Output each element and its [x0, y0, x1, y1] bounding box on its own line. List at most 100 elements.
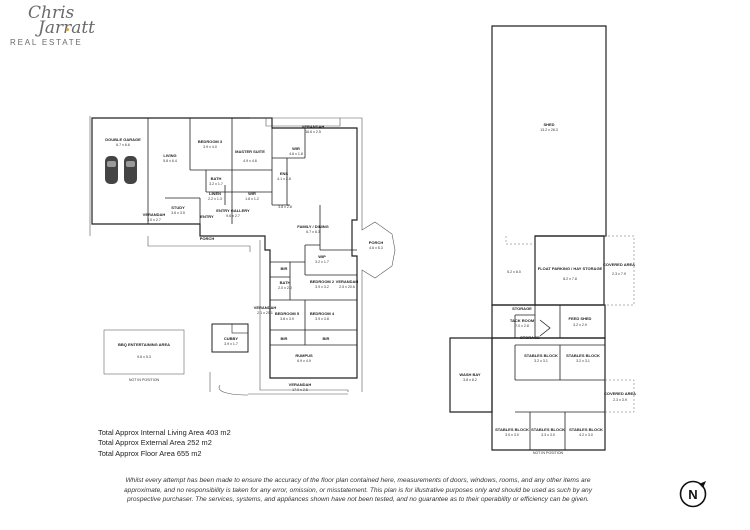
label-wip: WIP: [318, 254, 326, 259]
label-cubby: CUBBY: [224, 336, 239, 341]
label-bedroom3: BEDROOM 3: [198, 139, 223, 144]
garage-cars: [105, 156, 137, 184]
label-storage1: STORAGE: [512, 306, 532, 311]
dim-cubby: 3.9 x 1.7: [224, 342, 238, 346]
dim-covered-area2: 2.3 x 3.9: [613, 398, 627, 402]
label-verandah-right: VERANDAH: [336, 279, 359, 284]
dim-float-parking: 8.2 x 7.8: [563, 277, 577, 281]
dim-ens: 4.1 x 2.8: [277, 177, 291, 181]
dim-verandah-left: 2.1 x 20.1: [257, 311, 273, 315]
label-wash-bay: WASH BAY: [459, 372, 481, 377]
label-storage2: STORAGE: [520, 335, 540, 340]
label-family-dining: FAMILY / DINING: [297, 224, 329, 229]
dim-double-garage: 6.7 x 6.6: [116, 143, 130, 147]
label-bbq: BBQ ENTERTAINING AREA: [118, 342, 170, 347]
area-floor: Total Approx Floor Area 655 m2: [98, 448, 202, 458]
area-internal: Total Approx Internal Living Area 403 m2: [98, 428, 231, 437]
dim-stables1: 3.2 x 3.1: [534, 359, 548, 363]
label-porch-right: PORCH: [369, 240, 384, 245]
house-outline: [91, 117, 358, 379]
label-float-parking: FLOAT PARKING / HAY STORAGE: [538, 266, 603, 271]
cubby-outline: [211, 323, 249, 353]
label-covered-area2: COVERED AREA: [604, 391, 636, 396]
dim-wash-bay: 3.8 x 8.2: [463, 378, 477, 382]
area-totals: Total Approx Internal Living Area 403 m2…: [98, 428, 231, 459]
label-study: STUDY: [171, 205, 185, 210]
label-shed: SHED: [543, 122, 554, 127]
dim-kitchen: 3.8 x 2.8: [278, 205, 292, 209]
label-verandah-top: VERANDAH: [302, 124, 325, 129]
disclaimer-text: Whilst every attempt has been made to en…: [123, 477, 593, 503]
bbq-outline: [103, 329, 185, 375]
area-external: Total Approx External Area 252 m2: [98, 438, 212, 448]
label-bir-a: BIR: [281, 266, 288, 271]
dim-stables5: 4.2 x 3.0: [579, 433, 593, 437]
label-stables3: STABLES BLOCK: [495, 427, 529, 432]
dim-bedroom5: 3.8 x 3.9: [280, 317, 294, 321]
label-wir1: WIR: [292, 146, 300, 151]
label-bedroom4: BEDROOM 4: [310, 311, 335, 316]
label-rumpus: RUMPUS: [295, 353, 313, 358]
dim-master-suite: 4.9 x 4.6: [243, 159, 257, 163]
dim-living: 5.8 x 6.4: [163, 159, 177, 163]
label-covered-area1: COVERED AREA: [603, 262, 635, 267]
dim-bedroom3: 3.9 x 4.0: [203, 145, 217, 149]
label-stables4: STABLES BLOCK: [531, 427, 565, 432]
label-stables1: STABLES BLOCK: [524, 353, 558, 358]
dim-stables3: 3.0 x 3.0: [505, 433, 519, 437]
dim-stables4: 3.3 x 3.0: [541, 433, 555, 437]
wash-bay-outline: [449, 337, 493, 413]
dim-verandah-bottom: 17.9 x 2.5: [292, 388, 308, 392]
dim-wir2: 1.8 x 1.2: [245, 197, 259, 201]
brand-subtitle: REAL ESTATE: [10, 38, 83, 47]
compass-north-icon: N: [679, 480, 707, 508]
dim-wip: 3.2 x 1.7: [315, 260, 329, 264]
label-bedroom2: BEDROOM 2: [310, 279, 335, 284]
dim-bedroom2: 3.9 x 3.2: [315, 285, 329, 289]
dim-porch-right: 4.6 x 6.3: [369, 246, 383, 250]
label-linen: LINEN: [209, 191, 221, 196]
label-not-in-position-2: NOT IN POSITION: [533, 451, 564, 455]
label-entry-gallery: ENTRY GALLERY: [216, 208, 250, 213]
label-tack-room: TACK ROOM: [510, 318, 535, 323]
label-verandah-left: VERANDAH: [254, 305, 277, 310]
label-wir2: WIR: [248, 191, 256, 196]
dim-family-dining: 6.7 x 8.3: [306, 230, 320, 234]
label-double-garage: DOUBLE GARAGE: [105, 137, 141, 142]
brand-name-line1: Chris: [28, 3, 75, 23]
label-porch: PORCH: [200, 236, 215, 241]
dim-bath1: 3.2 x 1.7: [209, 182, 223, 186]
stables-outline: [491, 337, 606, 451]
label-bedroom5: BEDROOM 5: [275, 311, 300, 316]
label-bir-c: BIR: [323, 336, 330, 341]
dim-study: 3.6 x 3.5: [171, 211, 185, 215]
label-verandah-small: VERANDAH: [143, 212, 166, 217]
label-entry: ENTRY: [200, 214, 214, 219]
dim-covered-area1: 2.3 x 7.9: [612, 272, 626, 276]
brand-accent-dot: [66, 28, 69, 31]
shed-outline: [491, 25, 607, 306]
dim-entry-gallery: 9.6 x 2.7: [226, 214, 240, 218]
dim-wir1: 4.6 x 1.8: [289, 152, 303, 156]
label-feed-shed: FEED SHED: [569, 316, 592, 321]
dim-rumpus: 6.9 x 4.9: [297, 359, 311, 363]
dim-stables2: 3.2 x 3.1: [576, 359, 590, 363]
label-bath1: BATH: [211, 176, 222, 181]
dim-verandah-right: 2.5 x 20.6: [339, 285, 355, 289]
label-bir-b: BIR: [281, 336, 288, 341]
label-not-in-position: NOT IN POSITION: [129, 378, 160, 382]
dim-verandah-top: 16.6 x 2.5: [305, 130, 321, 134]
compass-letter: N: [688, 487, 697, 502]
dim-bath2: 2.0 x 2.0: [278, 286, 292, 290]
dim-feed-shed: 3.2 x 2.9: [573, 323, 587, 327]
label-verandah-bottom: VERANDAH: [289, 382, 312, 387]
dim-verandah-small: 3.0 x 2.7: [147, 218, 161, 222]
label-living: LIVING: [163, 153, 176, 158]
dim-bedroom4: 3.9 x 3.8: [315, 317, 329, 321]
dim-tack-room: 7.0 x 2.8: [515, 324, 529, 328]
dim-bbq: 9.6 x 5.3: [137, 355, 151, 359]
verandah-outline: [89, 116, 396, 396]
label-ens: ENS: [280, 171, 289, 176]
label-stables2: STABLES BLOCK: [566, 353, 600, 358]
